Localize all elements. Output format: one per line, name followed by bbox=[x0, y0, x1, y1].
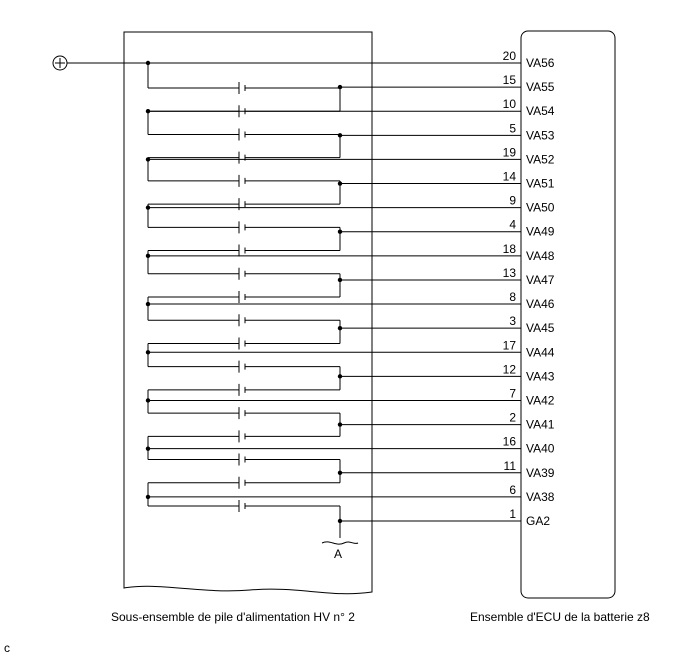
pin-number: 14 bbox=[503, 170, 517, 184]
terminal-name: VA52 bbox=[526, 152, 555, 166]
junction-dot bbox=[145, 253, 151, 259]
battery-cell-icon bbox=[148, 174, 340, 187]
pin-number: 4 bbox=[509, 218, 516, 232]
junction-dot bbox=[145, 446, 151, 451]
terminal-name: VA41 bbox=[526, 418, 555, 432]
battery-cell-icon bbox=[148, 453, 340, 466]
pin-number: 6 bbox=[509, 483, 516, 497]
battery-cell-icon bbox=[148, 244, 340, 257]
terminal-name: VA44 bbox=[526, 345, 555, 359]
junction-dot bbox=[337, 277, 343, 283]
pin-number: 18 bbox=[503, 242, 517, 256]
pin-number: 20 bbox=[503, 49, 517, 63]
battery-cell-icon bbox=[148, 383, 340, 396]
pin-number: 9 bbox=[509, 194, 516, 208]
pin-number: 16 bbox=[503, 435, 517, 449]
ecu-outline bbox=[520, 30, 616, 599]
terminal-name: VA49 bbox=[526, 225, 555, 239]
battery-cell-icon bbox=[148, 291, 340, 303]
battery-cell-icon bbox=[148, 407, 340, 420]
junction-dot bbox=[337, 133, 343, 138]
pin-number: 2 bbox=[509, 411, 516, 425]
terminal-name: VA53 bbox=[526, 128, 555, 142]
terminal-name: VA50 bbox=[526, 201, 555, 215]
battery-cell-icon bbox=[148, 221, 340, 234]
terminal-name: VA39 bbox=[526, 466, 555, 480]
corner-code: c bbox=[4, 641, 10, 655]
junction-dot bbox=[337, 518, 343, 524]
battery-cell-icon bbox=[148, 476, 340, 489]
terminal-name: VA38 bbox=[526, 490, 555, 504]
pin-labels: 20 15 10 5 19 14 9 4 18 13 8 3 17 12 7 2 16 11 6 1 bbox=[503, 49, 517, 521]
pin-number: 5 bbox=[509, 121, 516, 135]
junction-dot bbox=[145, 157, 151, 162]
terminal-name: VA48 bbox=[526, 249, 555, 263]
pin-number: 17 bbox=[503, 338, 517, 352]
pin-number: 13 bbox=[503, 266, 517, 280]
junction-dot bbox=[145, 494, 151, 500]
battery-cell-icon bbox=[148, 198, 340, 211]
battery-cell-icon bbox=[148, 82, 340, 94]
terminal-name: VA55 bbox=[526, 80, 555, 94]
battery-cell-icon bbox=[148, 128, 340, 141]
terminal-name: GA2 bbox=[526, 514, 550, 528]
terminal-name: VA51 bbox=[526, 177, 555, 191]
connector-a-label: A bbox=[334, 547, 342, 561]
terminal-name: VA42 bbox=[526, 393, 555, 407]
terminal-name: VA46 bbox=[526, 297, 555, 311]
pin-number: 7 bbox=[509, 386, 516, 400]
pin-number: 11 bbox=[504, 459, 517, 473]
battery-cell-icon bbox=[148, 430, 340, 443]
terminal-name: VA45 bbox=[526, 321, 555, 335]
pin-number: 3 bbox=[509, 314, 516, 328]
battery-cell-icon bbox=[148, 314, 340, 327]
junction-dot bbox=[337, 181, 343, 186]
junction-dot bbox=[145, 301, 151, 307]
pin-number: 12 bbox=[503, 362, 517, 376]
battery-cell-icon bbox=[148, 105, 340, 118]
terminal-name: VA56 bbox=[526, 56, 555, 70]
battery-cell-icon bbox=[148, 337, 340, 350]
battery-stack-caption: Sous-ensemble de pile d'alimentation HV … bbox=[111, 610, 355, 624]
pin-number: 15 bbox=[503, 73, 517, 87]
battery-stack-outline bbox=[123, 31, 373, 595]
junction-dot bbox=[337, 325, 343, 331]
terminal-name: VA54 bbox=[526, 104, 555, 118]
pin-number: 8 bbox=[509, 290, 516, 304]
junction-dot bbox=[145, 60, 151, 66]
terminal-name: VA43 bbox=[526, 369, 555, 383]
connector-a-mark bbox=[321, 541, 359, 545]
junction-dot bbox=[145, 398, 151, 403]
pin-number: 19 bbox=[503, 145, 517, 159]
pin-number: 10 bbox=[503, 97, 517, 111]
battery-cell-icon bbox=[148, 500, 340, 512]
junction-dot bbox=[337, 374, 343, 379]
battery-cells bbox=[148, 82, 340, 512]
junction-dot bbox=[337, 84, 343, 90]
junction-dot bbox=[337, 422, 343, 427]
pin-number: 1 bbox=[509, 507, 516, 521]
junction-dot bbox=[145, 205, 151, 210]
ecu-caption: Ensemble d'ECU de la batterie z8 bbox=[470, 610, 650, 624]
junction-dot bbox=[337, 229, 343, 234]
junction-dot bbox=[145, 350, 151, 355]
positive-terminal-icon bbox=[52, 55, 68, 71]
junction-dot bbox=[145, 109, 151, 114]
junction-dot bbox=[337, 470, 343, 475]
junction-dots bbox=[145, 60, 343, 524]
terminal-name: VA47 bbox=[526, 273, 555, 287]
terminal-labels: VA56VA55VA54VA53VA52VA51VA50VA49VA48VA47… bbox=[526, 56, 555, 528]
battery-cell-icon bbox=[148, 151, 340, 164]
battery-cell-icon bbox=[148, 267, 340, 280]
terminal-name: VA40 bbox=[526, 442, 555, 456]
battery-cell-icon bbox=[148, 360, 340, 373]
